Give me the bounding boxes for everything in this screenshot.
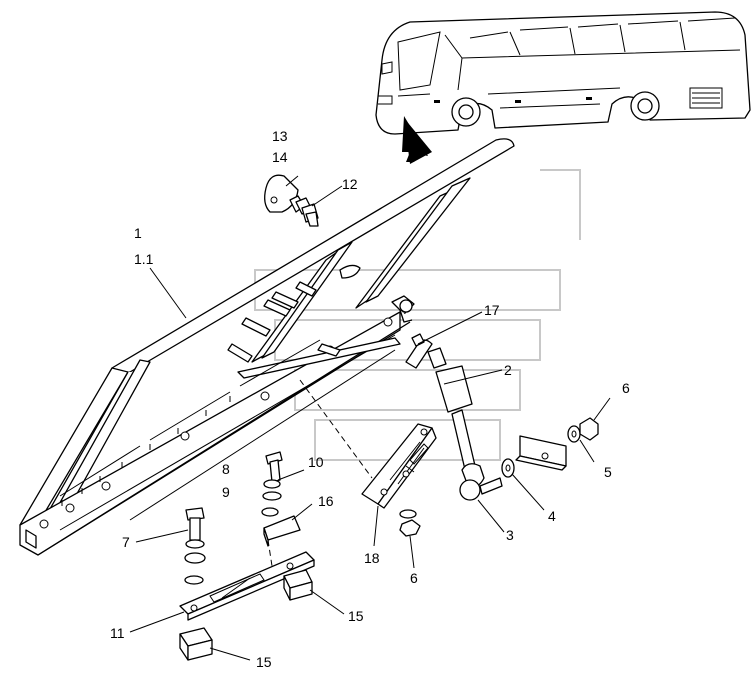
label-7: 7 (122, 534, 130, 550)
centerline-hinge (299, 379, 373, 479)
label-14: 14 (272, 149, 288, 165)
fasteners-right (501, 417, 599, 478)
label-6-bottom: 6 (410, 570, 418, 586)
pointer-arrow-head (404, 118, 432, 164)
label-17: 17 (484, 302, 500, 318)
hinge-plate (361, 423, 437, 509)
flap-frame (19, 138, 515, 556)
bolt-stack-left (184, 507, 206, 585)
nut-bottom (399, 509, 421, 537)
leader-lines (129, 175, 611, 661)
label-10: 10 (308, 454, 324, 470)
label-5: 5 (604, 464, 612, 480)
label-1: 1 (134, 225, 142, 241)
label-12: 12 (342, 176, 358, 192)
label-8: 8 (222, 461, 230, 477)
label-15-right: 15 (348, 608, 364, 624)
bolt-stack-center (261, 451, 301, 547)
label-9: 9 (222, 484, 230, 500)
label-4: 4 (548, 508, 556, 524)
frame-clips (227, 264, 361, 363)
label-3: 3 (506, 527, 514, 543)
label-16: 16 (318, 493, 334, 509)
cap-assembly (264, 174, 319, 227)
label-11: 11 (110, 625, 125, 641)
label-6-top: 6 (622, 380, 630, 396)
label-1-1: 1.1 (134, 251, 154, 267)
label-15-bottom: 15 (256, 654, 272, 670)
label-13: 13 (272, 128, 288, 144)
label-18: 18 (364, 550, 380, 566)
centerline-bolt (267, 539, 273, 567)
label-2: 2 (504, 362, 512, 378)
bus-illustration (375, 11, 751, 135)
bottom-rail (179, 551, 315, 661)
gas-spring (391, 295, 503, 501)
